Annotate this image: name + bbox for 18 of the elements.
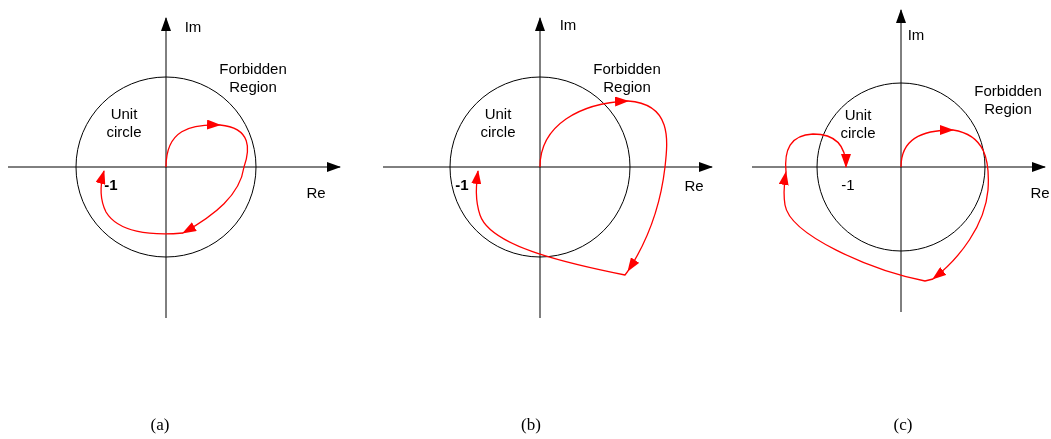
tick-label: -1 <box>104 176 118 194</box>
axis-label: Re <box>684 177 704 195</box>
tick-label: -1 <box>841 176 855 194</box>
panel-caption: (a) <box>150 416 170 434</box>
axis-label: Im <box>559 16 577 34</box>
circle-label: Unit circle <box>105 105 143 141</box>
axis-label: Re <box>306 184 326 202</box>
axis-label: Im <box>184 18 202 36</box>
axis-label: Im <box>907 26 925 44</box>
axis-label: Re <box>1030 184 1050 202</box>
region-label: Forbidden Region <box>218 60 288 96</box>
panel-caption: (c) <box>893 416 913 434</box>
panel-caption: (b) <box>521 416 541 434</box>
region-label: Forbidden Region <box>973 82 1043 118</box>
region-label: Forbidden Region <box>592 60 662 96</box>
tick-label: -1 <box>455 176 469 194</box>
circle-label: Unit circle <box>479 105 517 141</box>
circle-label: Unit circle <box>839 106 877 142</box>
